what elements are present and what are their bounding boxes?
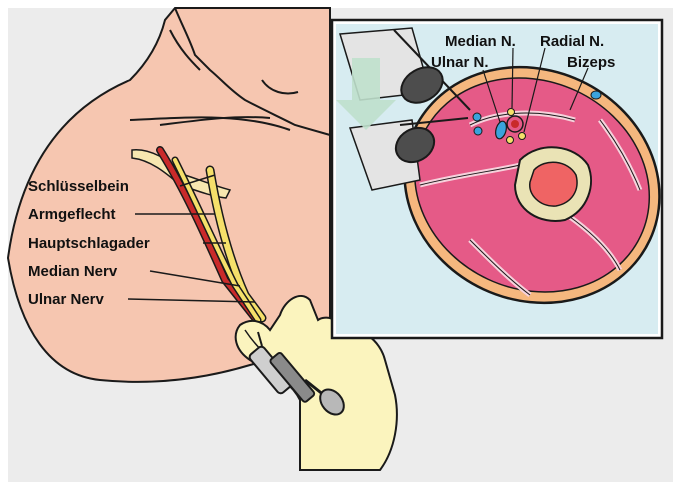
label-biceps: Bizeps xyxy=(567,54,615,71)
label-radial-n: Radial N. xyxy=(540,33,604,50)
vein-2 xyxy=(474,127,482,135)
vein-1 xyxy=(473,113,481,121)
nerve-dot-2 xyxy=(507,137,514,144)
label-artery: Hauptschlagader xyxy=(28,235,150,252)
bone-marrow xyxy=(530,162,577,206)
label-ulnar-n: Ulnar N. xyxy=(431,54,489,71)
cephalic-vein-dot xyxy=(591,91,601,99)
radial-nerve-dot xyxy=(519,133,526,140)
median-nerve-dot xyxy=(508,109,515,116)
cross-section-inset: Median N. Radial N. Ulnar N. Bizeps xyxy=(332,20,681,344)
label-clavicle: Schlüsselbein xyxy=(28,178,129,195)
label-median-n: Median N. xyxy=(445,33,516,50)
label-plexus: Armgeflecht xyxy=(28,206,116,223)
label-ulnar-nerve: Ulnar Nerv xyxy=(28,291,105,308)
label-median-nerve: Median Nerv xyxy=(28,263,118,280)
